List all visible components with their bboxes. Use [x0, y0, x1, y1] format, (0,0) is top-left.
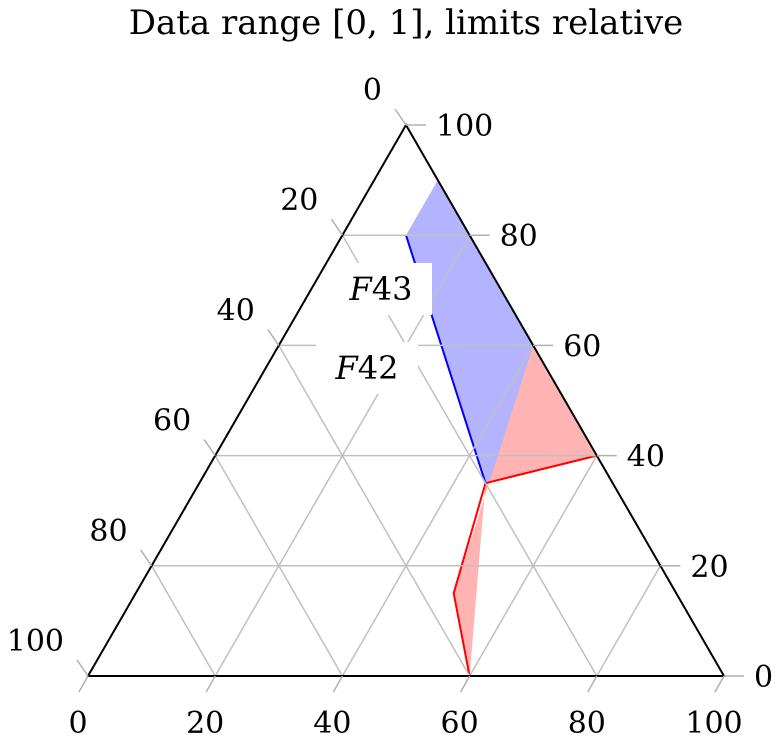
region-f42-border [452, 454, 598, 677]
bottom-tick-label: 40 [313, 706, 351, 739]
bottom-tick-mark [78, 675, 89, 693]
bottom-tick-label: 60 [441, 706, 479, 739]
left-tick-mark [139, 549, 153, 567]
bottom-tick-mark [587, 675, 598, 693]
left-tick-mark [203, 439, 216, 457]
right-tick-label: 100 [436, 109, 493, 144]
grid-line [278, 345, 471, 677]
region-label-f43: F43 [349, 270, 413, 308]
bottom-tick-mark [332, 675, 344, 693]
chart-title: Data range [0, 1], limits relative [129, 3, 684, 43]
bottom-tick-label: 0 [68, 706, 87, 739]
right-tick-label: 60 [563, 329, 601, 364]
region-f42-fill [453, 345, 597, 676]
region-label-f42: F42 [335, 349, 399, 387]
bottom-tick-label: 80 [568, 706, 606, 739]
grid-line [341, 345, 534, 677]
grid-line [150, 565, 216, 677]
right-tick-label: 20 [690, 550, 728, 585]
left-tick-label: 40 [217, 293, 255, 328]
left-tick-label: 100 [7, 624, 64, 659]
region-label-box [330, 263, 432, 315]
bottom-tick-label: 20 [186, 706, 224, 739]
triangle-outline [86, 122, 726, 677]
left-tick-label: 80 [89, 514, 127, 549]
region-label-box [316, 342, 418, 394]
left-tick-mark [394, 108, 407, 126]
bottom-tick-label: 100 [685, 706, 742, 739]
left-tick-mark [330, 218, 344, 236]
left-tick-label: 20 [280, 183, 318, 218]
right-tick-label: 0 [754, 660, 773, 695]
right-tick-label: 40 [627, 440, 665, 475]
grid-line [468, 455, 598, 677]
left-tick-label: 0 [363, 73, 382, 108]
grid-line [596, 565, 662, 677]
bottom-tick-mark [205, 675, 216, 693]
left-tick-mark [267, 328, 280, 346]
bottom-tick-mark [714, 675, 725, 693]
ticks-layer: 0 0 0 20 20 20 40 40 40 60 60 60 80 80 80 100 100 100 [7, 73, 773, 739]
regions-layer [405, 180, 598, 677]
left-tick-mark [76, 659, 89, 677]
grid-line [214, 455, 344, 677]
triangle-frame [86, 122, 726, 677]
left-tick-label: 60 [153, 404, 191, 439]
right-tick-label: 80 [500, 219, 538, 254]
bottom-tick-mark [459, 675, 471, 693]
